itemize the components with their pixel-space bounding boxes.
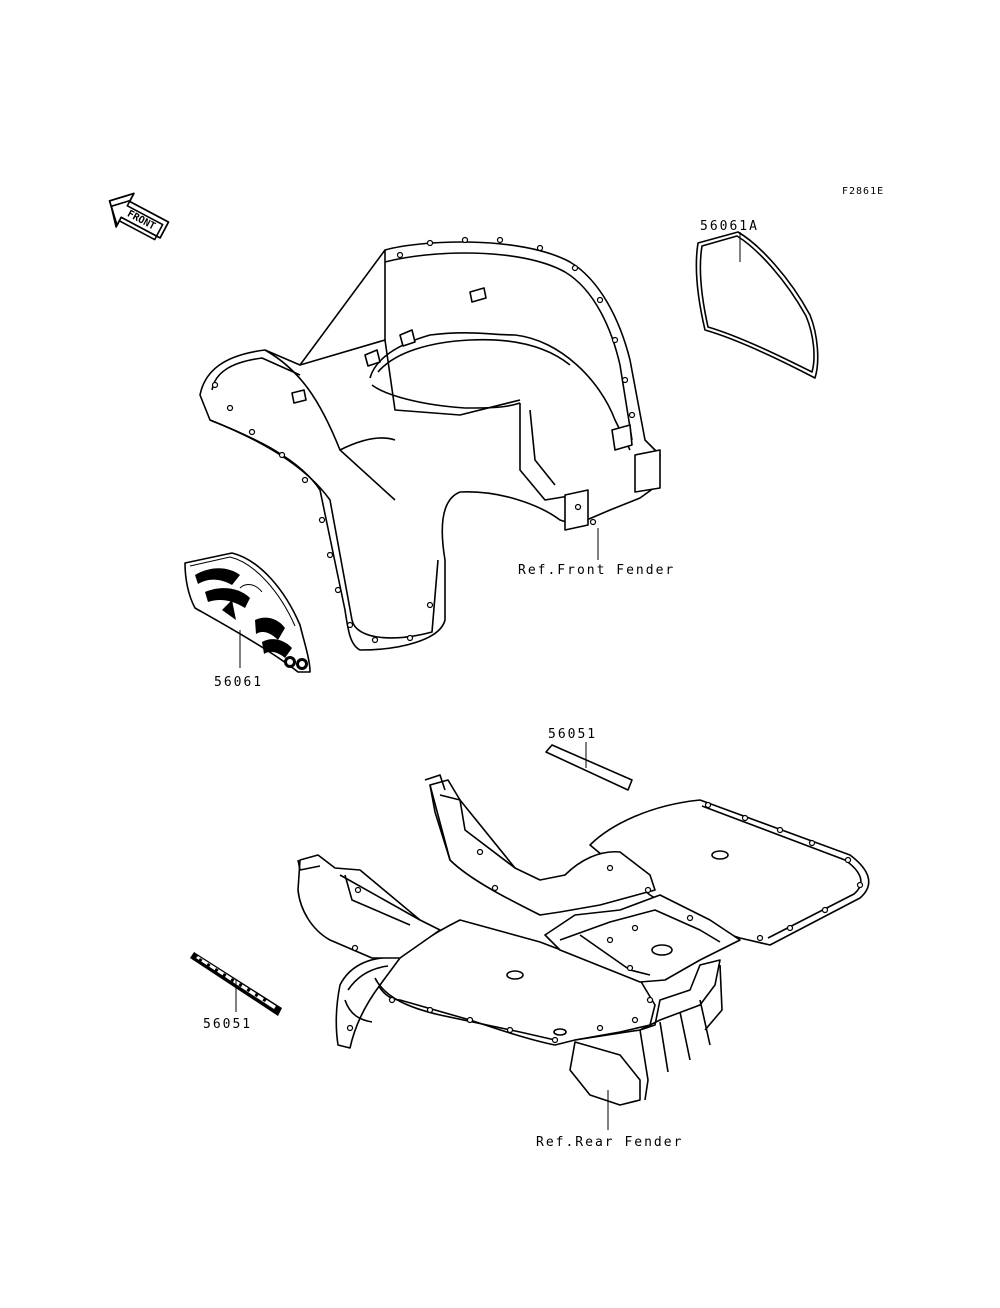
decal-56061 [184, 552, 311, 673]
rear-fender [297, 774, 870, 1106]
part-56061a-label: 56061A [700, 219, 759, 234]
stripe-decal-56051-top [545, 744, 633, 791]
ref-rear-fender-label: Ref.Rear Fender [536, 1135, 683, 1150]
front-arrow-icon: FRONT [108, 192, 170, 241]
decal-56061a [695, 231, 819, 379]
part-56051-bottom-label: 56051 [203, 1017, 252, 1032]
front-fender-bolts [211, 236, 636, 644]
front-fender [199, 236, 661, 651]
rear-fender-bolts [346, 801, 864, 1044]
front-arrow-label: FRONT [125, 209, 157, 233]
diagram-code: F2861E [842, 186, 884, 197]
part-56051-top-label: 56051 [548, 727, 597, 742]
ref-front-fender-label: Ref.Front Fender [518, 563, 675, 578]
part-56061-label: 56061 [214, 675, 263, 690]
